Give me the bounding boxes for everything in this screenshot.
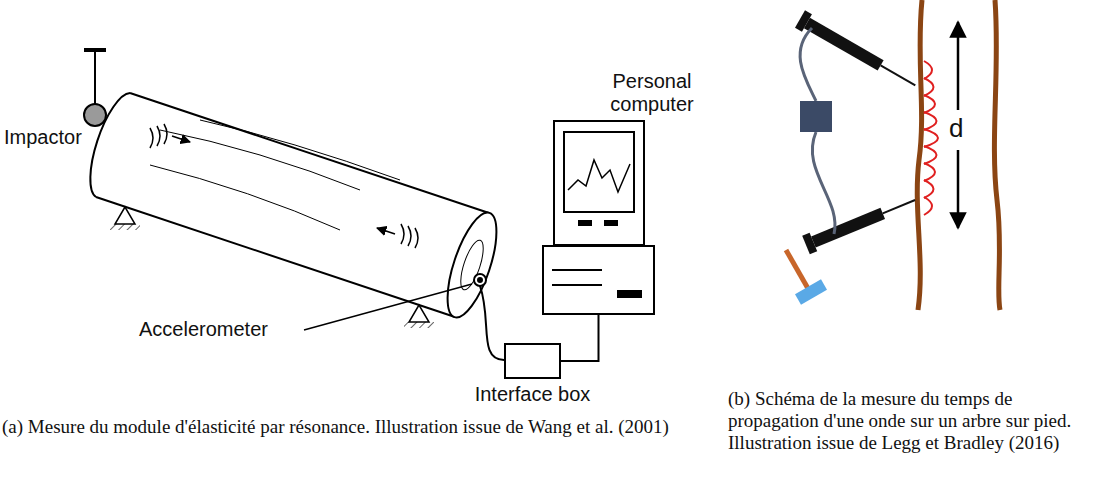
wave-arcs [924, 61, 938, 215]
interface-box: Interface box [504, 343, 561, 379]
log [90, 93, 506, 323]
dimension-label: d [949, 114, 963, 144]
tree-trunk [917, 0, 1000, 310]
node-label: Interface box [475, 383, 591, 406]
node-label: Personal computer [602, 70, 702, 116]
computer-outline [542, 120, 655, 315]
leader-line [304, 284, 472, 330]
support [110, 207, 434, 328]
timer-box [800, 101, 832, 132]
figure-caption: (b) Schéma de la mesure du temps de prop… [728, 388, 1100, 454]
accelerometer [304, 274, 504, 360]
timer-cable [800, 28, 835, 234]
part-label: Impactor [4, 126, 82, 149]
signal-cable [561, 315, 599, 361]
part-label: Accelerometer [139, 318, 268, 341]
personal-computer: Personal computer [542, 120, 655, 315]
hammer [786, 250, 827, 305]
impactor-pendulum [84, 50, 106, 126]
figure-caption: (a) Mesure du module d'élasticité par ré… [2, 416, 720, 439]
probe [795, 10, 920, 94]
probe [802, 191, 919, 254]
